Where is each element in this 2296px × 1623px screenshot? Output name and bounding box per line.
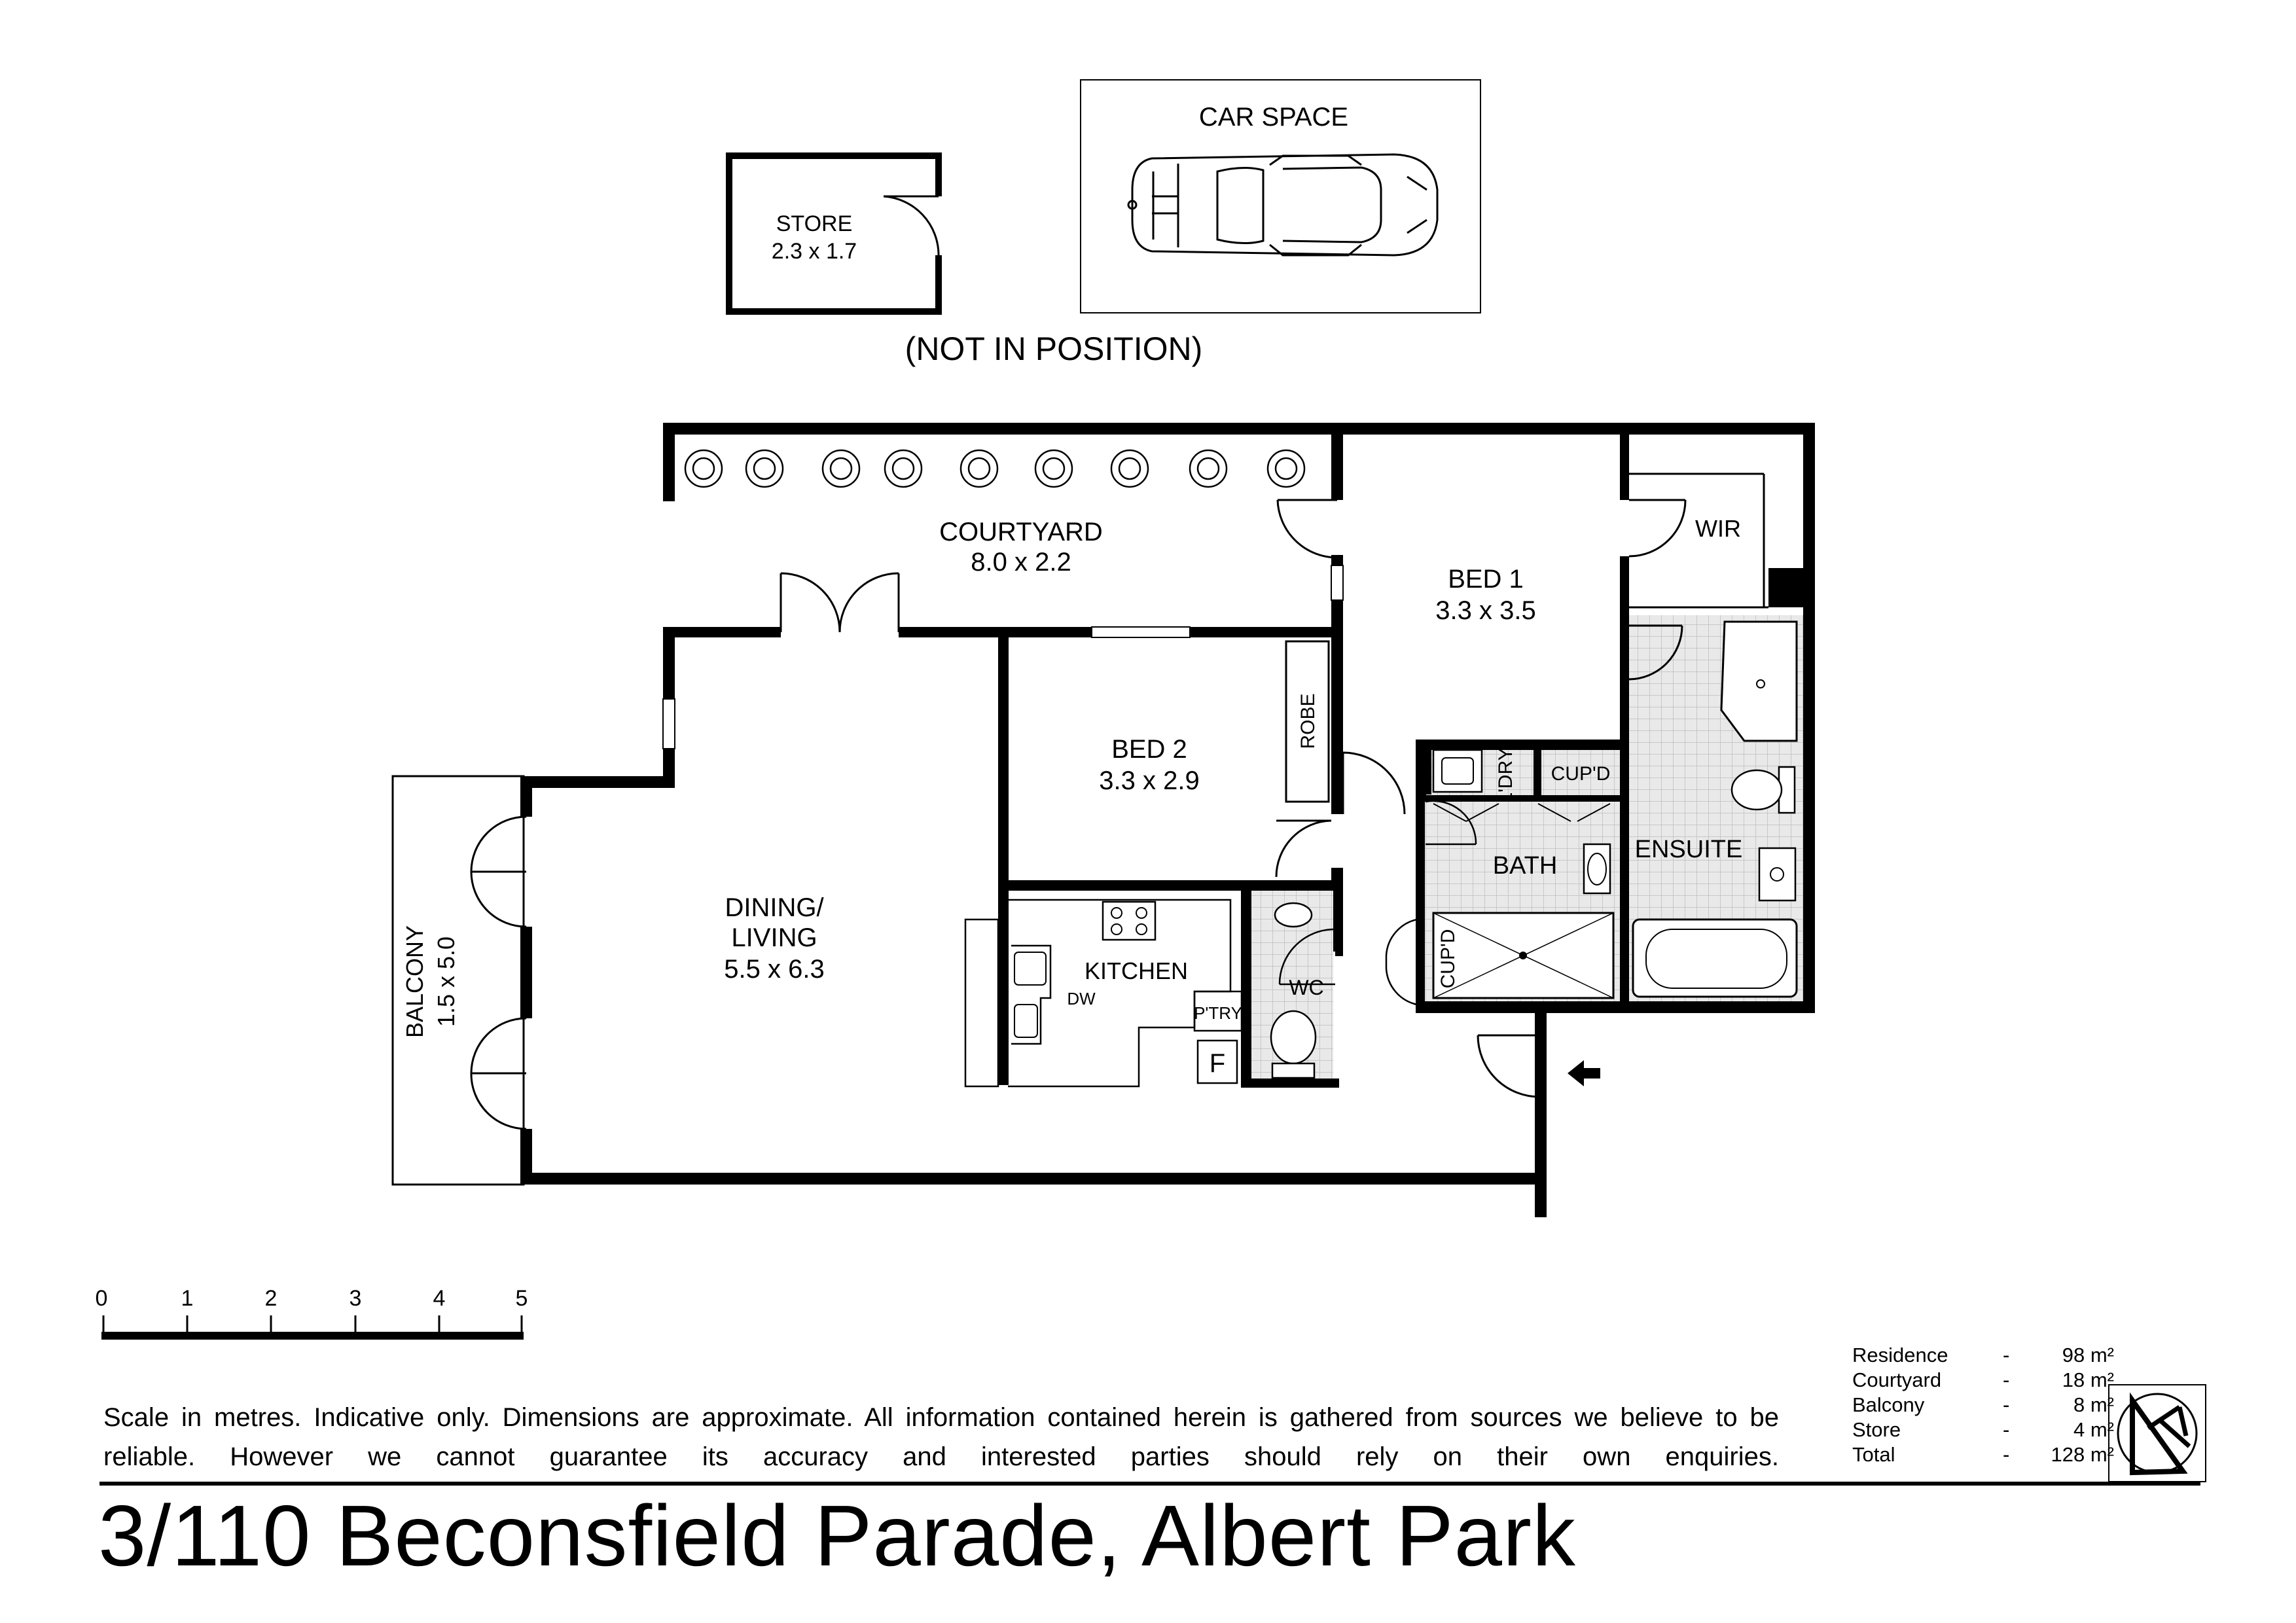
cupd-lower-label: CUP'D [1437,929,1459,989]
wc: WC [1244,887,1343,1083]
area-name: Residence [1852,1344,1948,1366]
car-icon [1127,153,1439,257]
car-space-label: CAR SPACE [1199,103,1348,132]
disclaimer: Scale in metres. Indicative only. Dimens… [103,1403,1779,1471]
balcony-size: 1.5 x 5.0 [433,936,459,1027]
laundry: L'DRY CUP'D [1424,741,1620,804]
area-name: Total [1852,1443,1895,1466]
balcony-doors [470,815,527,1130]
scale-tick-0: 0 [96,1286,108,1311]
bed2-size: 3.3 x 2.9 [1099,766,1199,795]
dw-label: DW [1067,989,1096,1008]
entry-arrow-icon [1568,1060,1600,1086]
area-row: Residence - 98 m² [1852,1343,2114,1368]
area-value: 128 m² [2051,1443,2114,1466]
kitchen: KITCHEN DW P'TRY F [964,899,1243,1088]
area-dash: - [2003,1368,2010,1391]
dining-label-line1: DINING/ [725,893,824,922]
area-row: Total - 128 m² [1852,1442,2114,1467]
store-label: STORE [776,211,853,236]
store-room: STORE 2.3 x 1.7 [726,152,946,315]
courtyard-doors [780,572,900,633]
exterior-walls [520,423,1815,1217]
balcony-label: BALCONY [401,925,428,1038]
bed2-label: BED 2 [1111,735,1187,764]
cupd-upper-label: CUP'D [1551,763,1611,785]
scale-tick-4: 4 [433,1286,446,1311]
area-dash: - [2003,1443,2010,1466]
ensuite-label: ENSUITE [1635,836,1743,863]
robe-label: ROBE [1297,693,1319,749]
car-space: CAR SPACE [1080,79,1481,313]
entry [1477,1013,1600,1098]
ldry-label: L'DRY [1495,747,1516,803]
courtyard-size: 8.0 x 2.2 [971,548,1071,577]
area-value: 18 m² [2062,1368,2114,1391]
wc-label: WC [1289,976,1323,999]
bath-label: BATH [1493,852,1558,880]
scale-bar: 0 1 2 3 4 5 [96,1286,528,1340]
bed1-courtyard-door [1276,499,1338,559]
dining-label-line2: LIVING [731,923,817,952]
north-arrow-icon [2108,1384,2206,1482]
courtyard-label: COURTYARD [939,518,1103,546]
area-dash: - [2003,1344,2010,1366]
area-name: Balcony [1852,1393,1925,1416]
robe: ROBE [1285,640,1330,803]
ptry-label: P'TRY [1194,1003,1242,1023]
area-value: 8 m² [2073,1393,2114,1416]
fridge-label: F [1210,1049,1225,1078]
courtyard-plants [684,449,1306,488]
ensuite-door [1628,624,1683,681]
scale-tick-2: 2 [265,1286,278,1311]
area-value: 98 m² [2062,1344,2114,1366]
area-row: Courtyard - 18 m² [1852,1368,2114,1393]
dining-size: 5.5 x 6.3 [724,955,824,984]
bed2-door [1275,819,1332,878]
area-dash: - [2003,1418,2010,1441]
not-in-position-note: (NOT IN POSITION) [905,330,1203,367]
area-name: Store [1852,1418,1901,1441]
area-dash: - [2003,1393,2010,1416]
store-size: 2.3 x 1.7 [772,239,857,264]
title-divider [99,1482,2200,1486]
area-row: Balcony - 8 m² [1852,1393,2114,1418]
scale-tick-3: 3 [350,1286,362,1311]
area-value: 4 m² [2073,1418,2114,1441]
bath: BATH [1417,800,1615,1001]
property-address: 3/110 Beconsfield Parade, Albert Park [98,1488,1576,1584]
kitchen-label: KITCHEN [1085,957,1188,984]
bed1-size: 3.3 x 3.5 [1435,596,1535,625]
wir: WIR [1628,473,1768,609]
area-name: Courtyard [1852,1368,1942,1391]
bed1-label: BED 1 [1448,565,1524,594]
hall-door [1342,751,1406,815]
area-table: Residence - 98 m² Courtyard - 18 m² Balc… [1852,1343,2114,1467]
scale-tick-1: 1 [181,1286,194,1311]
cupboard-lower: CUP'D [1385,915,1459,1013]
area-row: Store - 4 m² [1852,1418,2114,1442]
scale-tick-5: 5 [516,1286,528,1311]
wir-label: WIR [1695,515,1741,542]
